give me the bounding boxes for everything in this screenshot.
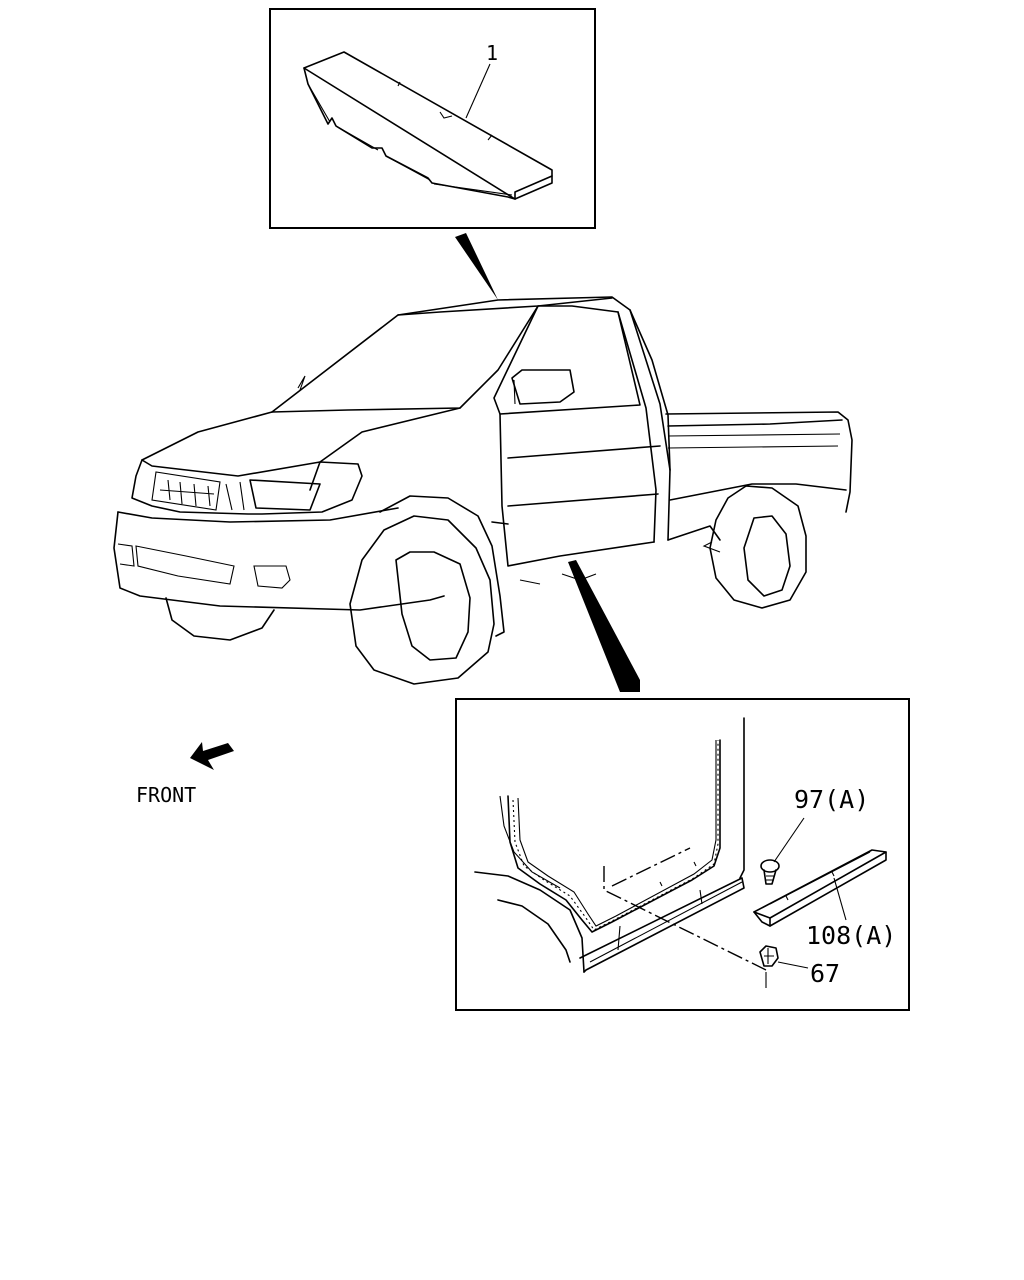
pointer-wedge-top (455, 233, 498, 300)
roof-trim-panel (303, 51, 553, 200)
pointer-wedge-bottom (568, 560, 640, 692)
callout-part-97a: 97(A) (794, 785, 869, 814)
leader-part-1 (465, 63, 491, 119)
sill-trim-strip (753, 849, 887, 927)
detail-box-bottom: 97(A) 108(A) 67 (455, 698, 910, 1011)
leader-part-67 (777, 961, 809, 969)
clip-part-67 (759, 945, 779, 967)
pickup-truck-illustration (113, 296, 853, 685)
leader-part-108a (833, 877, 847, 921)
leader-part-97a (773, 817, 805, 863)
install-guide-line (603, 866, 767, 971)
callout-part-108a: 108(A) (806, 921, 896, 950)
screw-part-97a (760, 859, 780, 885)
front-direction-indicator: FRONT (136, 742, 234, 807)
detail-box-top: 1 (269, 8, 596, 229)
callout-part-1: 1 (486, 41, 498, 65)
front-label: FRONT (136, 783, 196, 807)
arrow-down-left-icon (190, 742, 234, 770)
callout-part-67: 67 (810, 959, 840, 988)
